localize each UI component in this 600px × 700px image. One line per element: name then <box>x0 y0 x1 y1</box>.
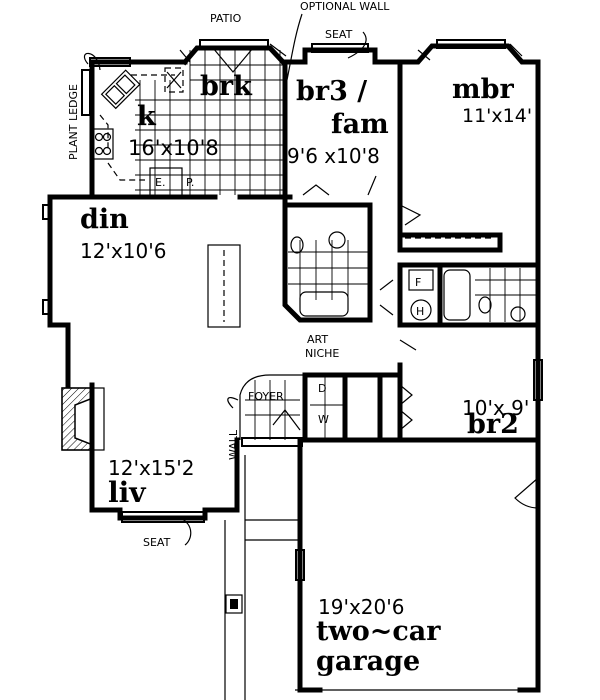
plant-ledge-label: PLANT LEDGE <box>67 84 80 160</box>
seat-bottom-label: SEAT <box>143 536 171 549</box>
kitchen-sink <box>100 69 141 110</box>
seat-top-label: SEAT <box>325 28 353 41</box>
dryer-label: D <box>318 382 326 395</box>
garage-dims: 19'x20'6 <box>318 595 404 619</box>
dining-buffet <box>207 244 241 328</box>
garage-label-2: garage <box>316 646 420 677</box>
bedroom3-label-2: fam <box>331 109 389 140</box>
kitchen-dims: 16'x10'8 <box>128 136 219 160</box>
optional-wall-label: OPTIONAL WALL <box>300 0 390 13</box>
kitchen-breakfast-area: E. P. brk k 16'x10'8 <box>47 39 293 200</box>
art-niche-label-1: ART <box>307 333 328 346</box>
garage-label-1: two~car <box>316 616 441 647</box>
washer-label: W <box>318 413 329 426</box>
living-area: 12'x15'2 liv SEAT <box>61 382 240 549</box>
master-dims: 11'x14' <box>462 105 532 127</box>
hall-tub <box>299 291 349 317</box>
foyer-laundry-area: FOYER D W WALL <box>227 372 403 460</box>
brk-window <box>199 39 269 49</box>
living-label: liv <box>108 476 146 509</box>
kitchen-tile-grid <box>135 50 285 195</box>
kitchen-e-label: E. <box>155 176 165 189</box>
master-label: mbr <box>452 74 514 105</box>
wall-label: WALL <box>227 429 240 460</box>
master-bedroom-area: mbr 11'x14' <box>397 39 541 523</box>
heater-label: H <box>416 305 424 318</box>
garage-area: 19'x20'6 two~car garage <box>224 437 541 700</box>
kitchen-label: k <box>137 101 157 132</box>
patio-door <box>212 47 254 73</box>
living-dims: 12'x15'2 <box>108 456 194 480</box>
art-niche-label-2: NICHE <box>305 347 339 360</box>
bedroom3-label-1: br3 / <box>296 76 367 107</box>
master-bath-area: F H <box>379 262 541 351</box>
dining-label: din <box>80 204 129 235</box>
foyer-label: FOYER <box>248 390 284 403</box>
freezer-label: F <box>415 276 421 289</box>
bedroom2-label: br2 <box>467 409 519 440</box>
dining-dims: 12'x10'6 <box>80 239 166 263</box>
bedroom2-area: 10'x 9' br2 <box>397 359 543 443</box>
patio-label: PATIO <box>210 12 242 25</box>
dining-area: din 12'x10'6 ART NICHE <box>42 194 339 388</box>
hall-bath <box>282 202 373 323</box>
hall-toilet <box>290 236 304 254</box>
master-tub <box>443 269 471 321</box>
kitchen-p-label: P. <box>186 176 194 189</box>
bedroom2-dims: 10'x 9' <box>462 396 529 420</box>
bedroom3-dims: 9'6 x10'8 <box>287 144 380 168</box>
bedroom3-area: br3 / fam 9'6 x10'8 <box>282 43 403 243</box>
breakfast-label: brk <box>200 71 253 102</box>
cooktop <box>92 128 114 160</box>
